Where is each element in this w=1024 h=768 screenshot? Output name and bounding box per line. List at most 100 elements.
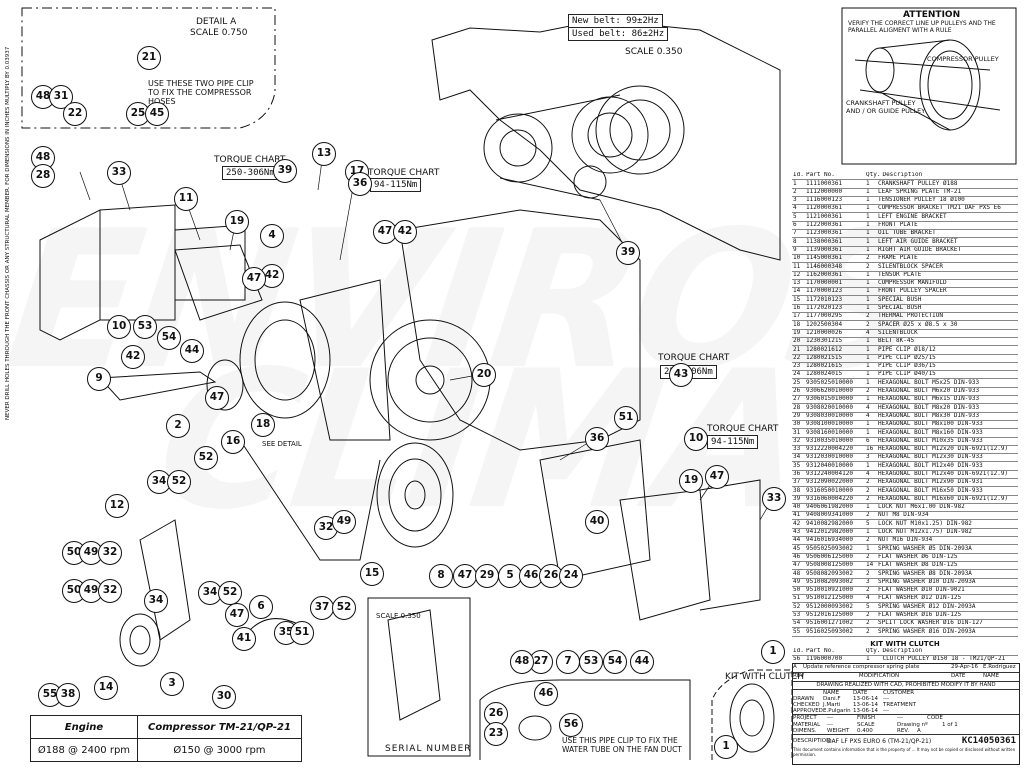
callout: 28 — [31, 164, 55, 188]
callout: 4 — [260, 224, 284, 248]
callout: 37 — [310, 596, 334, 620]
attention-text: VERIFY THE CORRECT LINE UP PULLEYS AND T… — [848, 20, 996, 34]
used-belt-label: Used belt: 86±2Hz — [568, 27, 669, 41]
callout: 32 — [98, 579, 122, 603]
callout: 54 — [157, 326, 181, 350]
callout: 19 — [225, 210, 249, 234]
footer-disclaimer: This document contains information that … — [793, 747, 1016, 757]
callout: 29 — [475, 564, 499, 588]
callout: 56 — [559, 713, 583, 737]
detail-title: DETAIL A — [196, 17, 237, 27]
callout: 1 — [761, 640, 785, 664]
callout: 12 — [105, 494, 129, 518]
callout: 3 — [160, 672, 184, 696]
callout: 15 — [360, 562, 384, 586]
engine-header: Engine — [30, 715, 138, 739]
compressor-header: Compressor TM-21/QP-21 — [136, 715, 303, 739]
kit-with-clutch-inset-label: KIT WITH CLUTCH — [725, 672, 805, 682]
water-tube-note: USE THIS PIPE CLIP TO FIX THE WATER TUBE… — [562, 736, 682, 754]
callout: 18 — [251, 413, 275, 437]
callout: 32 — [314, 516, 338, 540]
callout: 19 — [679, 469, 703, 493]
callout: 43 — [669, 363, 693, 387]
callout: 53 — [133, 315, 157, 339]
attention-title: ATTENTION — [903, 10, 961, 20]
kit-table-header: Id. Part No. Qty. Description — [792, 647, 1018, 656]
crankshaft-pulley-label: CRANKSHAFT PULLEY AND / OR GUIDE PULLEY — [846, 99, 926, 115]
compressor-pulley-label: COMPRESSOR PULLEY — [927, 55, 999, 63]
callout: 11 — [174, 187, 198, 211]
callout: 1 — [714, 735, 738, 759]
title-block: A Update reference compressor spring pla… — [792, 663, 1020, 765]
callout: 48 — [510, 650, 534, 674]
callout: 7 — [556, 650, 580, 674]
callout: 54 — [603, 650, 627, 674]
drawing-code: KC14050361 — [961, 736, 1016, 746]
callout: 24 — [559, 564, 583, 588]
callout: 41 — [232, 627, 256, 651]
callout: 53 — [579, 650, 603, 674]
side-note: NEVER DRILL HOLES THROUGH THE FRONT CHAS… — [5, 46, 11, 420]
callout: 22 — [63, 102, 87, 126]
callout: 47 — [705, 465, 729, 489]
torque-chart-title-2: TORQUE CHART — [368, 168, 440, 178]
callout: 52 — [167, 470, 191, 494]
callout: 27 — [529, 650, 553, 674]
callout: 47 — [225, 603, 249, 627]
callout: 44 — [630, 650, 654, 674]
callout: 47 — [373, 220, 397, 244]
callout: 13 — [312, 142, 336, 166]
torque-chart-title-3: TORQUE CHART — [658, 353, 730, 363]
callout: 47 — [453, 564, 477, 588]
callout: 36 — [348, 172, 372, 196]
callout: 47 — [205, 386, 229, 410]
callout: 42 — [393, 220, 417, 244]
torque-chart-title-1: TORQUE CHART — [214, 155, 286, 165]
callout: 21 — [137, 46, 161, 70]
torque-chart-value-1: 250-306Nm — [222, 166, 279, 180]
callout: 51 — [614, 406, 638, 430]
inset-scale-label: SCALE 0.350 — [376, 612, 421, 620]
callout: 2 — [166, 414, 190, 438]
callout: 30 — [212, 685, 236, 709]
callout: 33 — [107, 161, 131, 185]
callout: 33 — [762, 487, 786, 511]
torque-chart-title-4: TORQUE CHART — [707, 424, 779, 434]
callout: 6 — [249, 595, 273, 619]
